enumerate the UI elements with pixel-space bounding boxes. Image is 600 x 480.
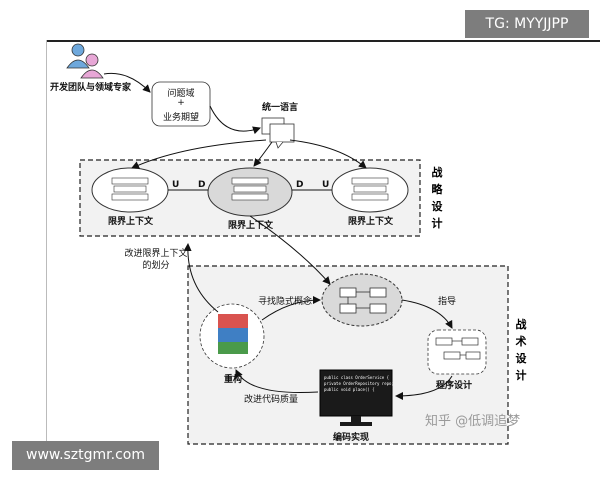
tactical-char-3: 设: [515, 352, 527, 365]
refactor-blue-block: [218, 328, 248, 342]
arrow-problem-to-language: [209, 105, 261, 135]
arrow-context-to-concept: [249, 215, 331, 285]
domain-model-icon-center: [231, 177, 269, 201]
context-left-label: 限界上下文: [108, 217, 154, 227]
refactor-label: 重构: [224, 375, 243, 385]
zhihu-watermark: 知乎 @低调追梦: [425, 414, 521, 429]
speech-bubble-icon: [261, 117, 295, 149]
improve-context-line1: 改进限界上下文: [124, 249, 188, 259]
frame-left-border: [46, 40, 47, 460]
refactor-green-block: [218, 342, 248, 354]
problem-domain-box: [151, 81, 211, 127]
tactical-char-4: 计: [515, 369, 527, 382]
domain-model-icon-right: [351, 177, 389, 201]
problem-plus: +: [177, 98, 185, 108]
concept-diagram-icon: [339, 287, 387, 314]
language-label: 统一语言: [262, 103, 299, 113]
strategic-design-title: 战 略 设 计: [430, 164, 444, 232]
monitor-icon: [319, 369, 393, 426]
downstream-marker-right: D: [296, 180, 304, 190]
program-design-label: 程序设计: [436, 381, 473, 391]
downstream-marker-left: D: [198, 180, 206, 190]
problem-line2: 业务期望: [162, 113, 199, 123]
find-concepts-label: 寻找隐式概念: [258, 297, 313, 307]
guide-label: 指导: [438, 297, 457, 307]
program-design-icon: [435, 337, 481, 360]
implicit-concept-ellipse: [321, 273, 403, 327]
upstream-marker-left: U: [172, 180, 180, 190]
refactor-red-block: [218, 314, 248, 328]
improve-context-line2: 的划分: [142, 261, 170, 271]
coding-label: 编码实现: [333, 433, 370, 443]
arrow-concept-to-design: [401, 299, 453, 329]
team-person-icon: [66, 43, 104, 79]
code-line-1: public class OrderService {: [324, 375, 390, 380]
context-center-label: 限界上下文: [228, 221, 274, 231]
code-line-2: private OrderRepository repo;: [324, 381, 394, 386]
arrow-refactor-to-context: [183, 243, 219, 313]
upstream-marker-right: U: [322, 180, 330, 190]
tactical-char-2: 术: [515, 335, 527, 348]
arrow-team-to-problem: [103, 72, 151, 93]
arrow-language-to-center: [253, 141, 273, 167]
tg-watermark: TG: MYYJJPP: [465, 10, 589, 38]
problem-line1: 问题域: [167, 89, 195, 99]
arrow-language-to-right: [289, 139, 367, 169]
strategic-char-3: 设: [431, 200, 443, 213]
tactical-char-1: 战: [515, 318, 527, 331]
context-right-label: 限界上下文: [348, 217, 394, 227]
arrow-design-to-coding: [395, 375, 453, 400]
tactical-design-title: 战 术 设 计: [514, 316, 528, 384]
strategic-char-1: 战: [431, 166, 443, 179]
team-label: 开发团队与领域专家: [50, 83, 132, 93]
arrow-refactor-to-concept: [261, 296, 321, 321]
arrow-coding-to-refactor: [235, 369, 319, 393]
strategic-char-4: 计: [431, 217, 443, 230]
domain-model-icon-left: [111, 177, 149, 201]
arrow-language-to-left: [131, 139, 267, 169]
strategic-char-2: 略: [431, 183, 443, 196]
improve-code-label: 改进代码质量: [244, 395, 299, 405]
frame-top-border: [46, 40, 600, 42]
code-line-3: public void place() {: [324, 387, 375, 392]
site-watermark: www.sztgmr.com: [12, 441, 159, 470]
